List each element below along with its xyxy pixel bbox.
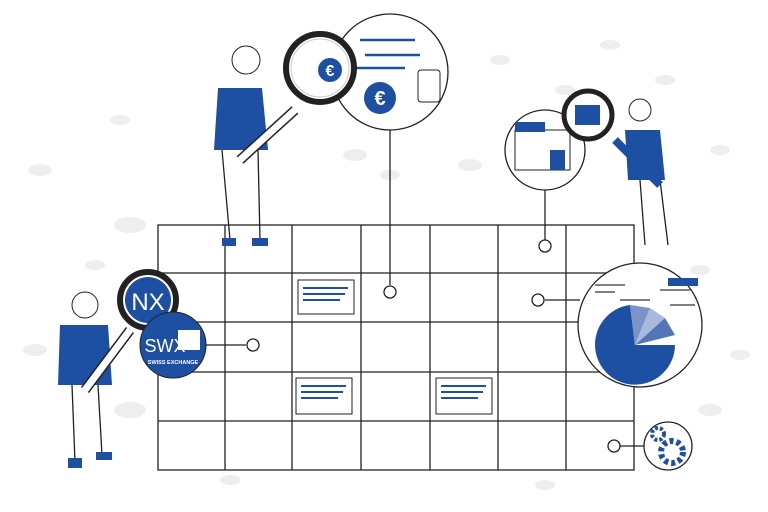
note-card: [297, 279, 355, 315]
swx-caption: SWISS EXCHANGE: [148, 360, 199, 366]
note-card: [435, 377, 493, 415]
building-bubble: [504, 109, 586, 191]
pie-chart-bubble: [577, 262, 703, 388]
currency-exchange-bubble: €: [331, 13, 449, 131]
nx-logo: NX: [131, 289, 164, 316]
swx-mark: SWX: [144, 336, 185, 356]
connectors: [205, 130, 648, 453]
gears-icon: [643, 421, 693, 471]
note-card: [295, 377, 353, 415]
euro-icon: €: [374, 88, 385, 110]
swx-logo: SWX SWISS EXCHANGE: [139, 311, 207, 379]
calendar-grid: [157, 224, 635, 471]
person-with-magnifier: €: [214, 31, 357, 246]
person-with-magnifier: [561, 88, 669, 246]
euro-icon: €: [326, 63, 335, 80]
